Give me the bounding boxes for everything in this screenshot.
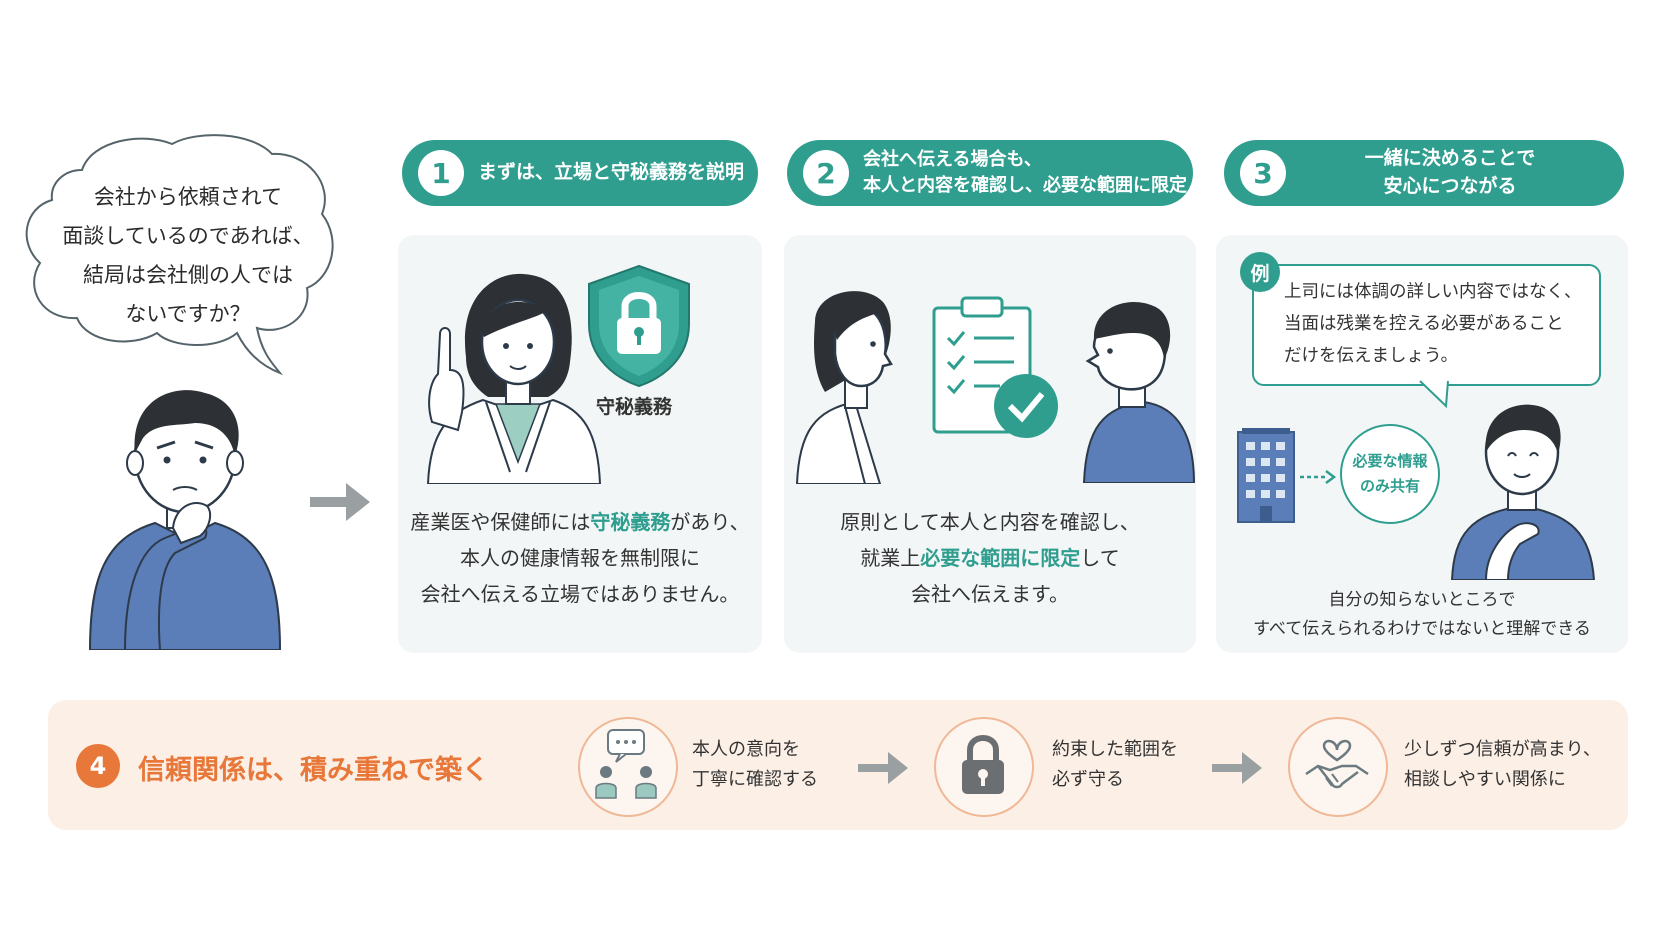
step-1-header: 1 まずは、立場と守秘義務を説明 <box>402 140 758 206</box>
step-title-line: 安心につながる <box>1383 175 1517 197</box>
panel-2-line: 会社へ伝えます。 <box>911 582 1069 606</box>
step-4-title: 信頼関係は、積み重ねで築く <box>138 755 489 786</box>
worried-man-illustration <box>88 390 282 650</box>
example-line: 上司には体調の詳しい内容ではなく、 <box>1284 282 1582 302</box>
bubble-line: 面談しているのであれば、 <box>62 224 314 248</box>
arrow-right-icon <box>1212 752 1262 784</box>
example-badge-label: 例 <box>1250 262 1270 285</box>
panel-1-line: 産業医や保健師には守秘義務があり、 <box>398 504 762 540</box>
step-4-item-3-text: 少しずつ信頼が高まり、 相談しやすい関係に <box>1404 735 1601 795</box>
caption-line: すべて伝えられるわけではないと理解できる <box>1253 619 1591 639</box>
bubble-line: ないですか？ <box>125 302 251 326</box>
item-line: 少しずつ信頼が高まり、 <box>1404 739 1601 760</box>
bubble-line: 結局は会社側の人では <box>83 263 293 287</box>
example-line: 当面は残業を控える必要があること <box>1284 314 1564 334</box>
item-line: 約束した範囲を <box>1052 739 1178 760</box>
step-number: 3 <box>1240 150 1286 196</box>
doctor-profile-illustration <box>795 291 893 484</box>
step-number: 1 <box>418 150 464 196</box>
step-4-item-2-text: 約束した範囲を 必ず守る <box>1052 735 1178 795</box>
step-2-header: 2 会社へ伝える場合も、 本人と内容を確認し、必要な範囲に限定 <box>787 140 1193 206</box>
step-title-line: まずは、立場と守秘義務を説明 <box>478 161 745 184</box>
text: 就業上 <box>860 546 921 570</box>
item-line: 丁寧に確認する <box>692 769 818 790</box>
item-line: 本人の意向を <box>692 739 800 760</box>
bubble-line: 会社から依頼されて <box>93 185 283 209</box>
step-title: 一緒に決めることで 安心につながる <box>1300 145 1600 200</box>
share-label-line: 必要な情報 <box>1352 452 1428 470</box>
shield-label: 守秘義務 <box>596 396 673 418</box>
panel-1-line: 会社へ伝える立場ではありません。 <box>420 582 740 606</box>
bubble-question: 会社から依頼されて 面談しているのであれば、 結局は会社側の人では ないですか？ <box>38 178 338 334</box>
step-title: 会社へ伝える場合も、 本人と内容を確認し、必要な範囲に限定 <box>863 147 1187 199</box>
text: 産業医や保健師には <box>410 510 591 534</box>
handshake-heart-icon <box>1305 739 1369 789</box>
step-3-header: 3 一緒に決めることで 安心につながる <box>1224 140 1624 206</box>
employee-profile-illustration <box>1082 301 1196 483</box>
dashed-arrow-icon <box>1300 470 1336 484</box>
lock-icon <box>962 735 1004 794</box>
panel-2-line: 原則として本人と内容を確認し、 <box>840 510 1140 534</box>
panel-2-line: 就業上必要な範囲に限定して <box>784 540 1196 576</box>
step-title-line: 会社へ伝える場合も、 <box>863 148 1042 170</box>
doctor-woman-illustration <box>426 273 602 484</box>
step-title-line: 一緒に決めることで <box>1364 147 1536 170</box>
step-title: まずは、立場と守秘義務を説明 <box>478 159 744 187</box>
panel-3-caption: 自分の知らないところで すべて伝えられるわけではないと理解できる <box>1216 586 1628 644</box>
text: して <box>1080 546 1120 570</box>
step-number: 2 <box>803 150 849 196</box>
item-line: 相談しやすい関係に <box>1404 769 1566 790</box>
step-title-line: 本人と内容を確認し、必要な範囲に限定 <box>863 175 1187 196</box>
example-text: 上司には体調の詳しい内容ではなく、 当面は残業を控える必要があること だけを伝え… <box>1284 276 1582 372</box>
shield-lock-icon <box>588 264 690 388</box>
arrow-right-icon <box>310 483 370 521</box>
step-4-item-1-text: 本人の意向を 丁寧に確認する <box>692 735 818 795</box>
clipboard-check-icon <box>932 296 1058 438</box>
panel-2-text: 原則として本人と内容を確認し、 就業上必要な範囲に限定して 会社へ伝えます。 <box>784 504 1196 612</box>
arrow-right-icon <box>858 752 908 784</box>
share-label-line: のみ共有 <box>1359 477 1420 495</box>
step-4-number: 4 <box>76 744 120 788</box>
text: があり、 <box>670 510 750 534</box>
example-line: だけを伝えましょう。 <box>1284 346 1458 366</box>
highlight-confidentiality: 守秘義務 <box>590 510 671 534</box>
example-box-tail <box>1418 380 1449 408</box>
conversation-icon <box>595 729 657 799</box>
relieved-man-illustration <box>1450 404 1596 580</box>
example-badge: 例 <box>1240 252 1280 292</box>
office-building-icon <box>1237 428 1295 523</box>
panel-1-text: 産業医や保健師には守秘義務があり、 本人の健康情報を無制限に 会社へ伝える立場で… <box>398 504 762 612</box>
panel-1-line: 本人の健康情報を無制限に <box>460 546 700 570</box>
share-only-necessary-badge: 必要な情報 のみ共有 <box>1340 424 1440 524</box>
speech-bubble <box>25 134 334 376</box>
item-line: 必ず守る <box>1052 769 1124 790</box>
highlight-necessary-scope: 必要な範囲に限定 <box>920 546 1081 570</box>
caption-line: 自分の知らないところで <box>1328 590 1516 610</box>
